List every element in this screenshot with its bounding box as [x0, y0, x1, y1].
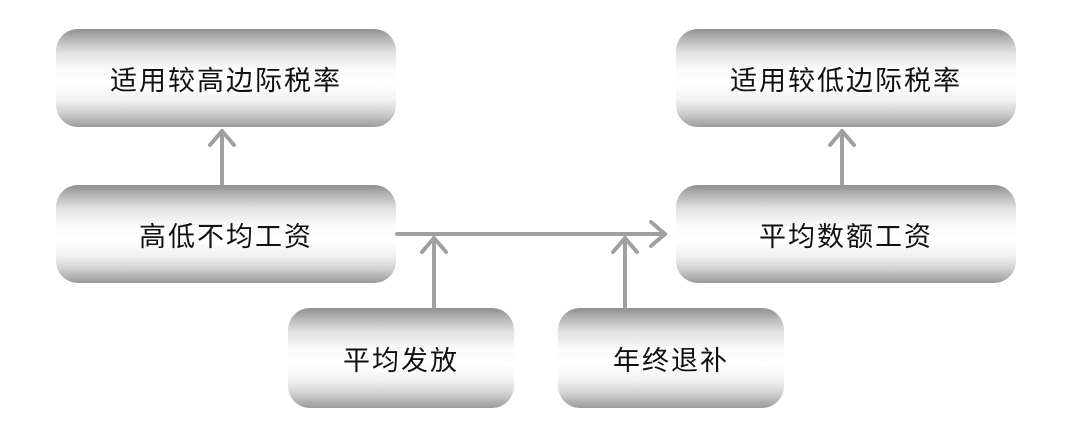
equal-payment-label: 平均发放 — [343, 345, 459, 377]
higher-marginal-rate-label: 适用较高边际税率 — [110, 65, 342, 97]
lower-marginal-rate-label: 适用较低边际税率 — [730, 65, 962, 97]
higher-marginal-rate-box: 适用较高边际税率 — [56, 29, 396, 127]
arrowhead-equal-payment — [420, 236, 448, 254]
lower-marginal-rate-box: 适用较低边际税率 — [676, 29, 1016, 127]
uneven-wages-label: 高低不均工资 — [139, 221, 313, 253]
year-end-refund-box: 年终退补 — [558, 308, 784, 408]
year-end-refund-label: 年终退补 — [613, 345, 729, 377]
arrowhead-year-end-refund — [611, 236, 639, 254]
arrowhead-low-rate — [828, 129, 856, 147]
uneven-wages-box: 高低不均工资 — [56, 185, 396, 283]
arrowhead-even — [649, 220, 667, 248]
equal-payment-box: 平均发放 — [288, 308, 514, 408]
arrowhead-high-rate — [208, 129, 236, 147]
average-amount-wages-box: 平均数额工资 — [676, 185, 1016, 283]
average-amount-wages-label: 平均数额工资 — [759, 221, 933, 253]
